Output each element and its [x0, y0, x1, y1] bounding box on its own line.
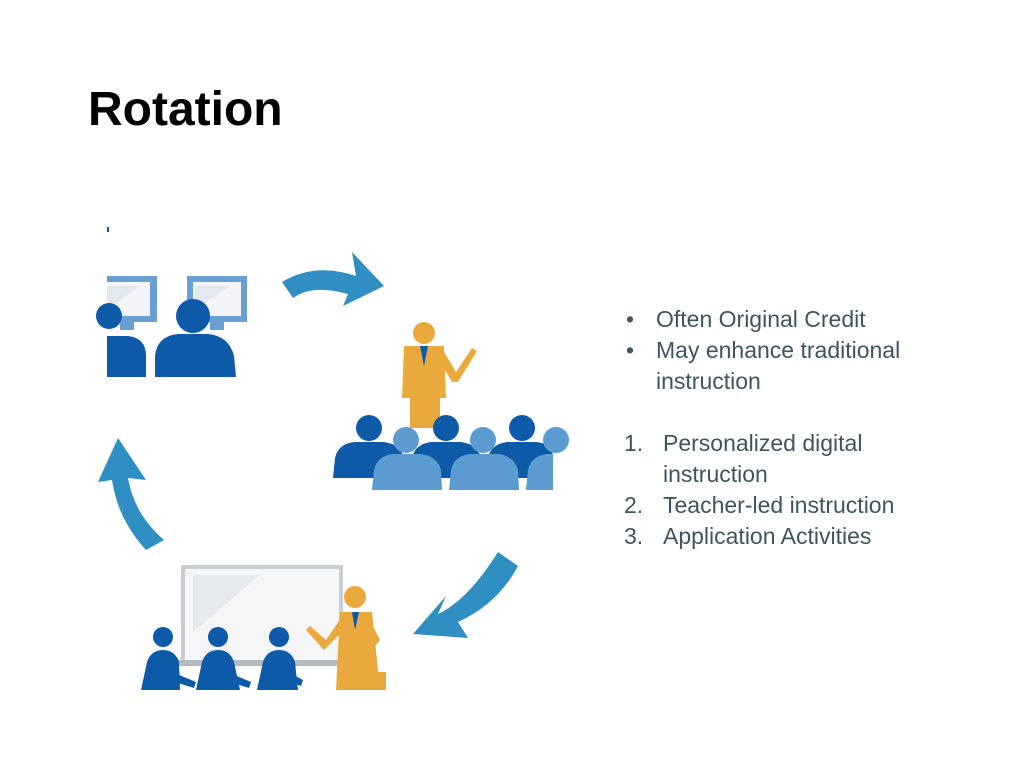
cycle-arrow-icon — [282, 252, 384, 306]
bullet-item: • May enhance traditional instruction — [620, 335, 960, 397]
numbered-item: 2. Teacher-led instruction — [620, 490, 960, 521]
numbered-text: Teacher-led instruction — [663, 492, 895, 518]
numbered-text: Application Activities — [663, 523, 872, 549]
bullet-marker: • — [626, 306, 635, 332]
bullet-text: May enhance traditional instruction — [656, 337, 901, 394]
numbered-item: 1. Personalized digital instruction — [620, 428, 960, 490]
slide-title: Rotation — [88, 83, 283, 136]
cycle-arrow-icon — [413, 552, 518, 638]
bullet-item: • Often Original Credit — [620, 304, 960, 335]
bullet-text: Often Original Credit — [656, 306, 866, 332]
numbered-list: 1. Personalized digital instruction 2. T… — [620, 428, 960, 552]
whiteboard-class-icon — [141, 565, 386, 690]
computer-station-icon — [96, 276, 247, 377]
numbered-item: 3. Application Activities — [620, 521, 960, 552]
slide-text: • Often Original Credit • May enhance tr… — [620, 304, 960, 552]
bullet-marker: • — [626, 337, 635, 363]
number-marker: 2. — [624, 492, 644, 518]
bullet-list: • Often Original Credit • May enhance tr… — [620, 304, 960, 397]
teacher-group-icon — [333, 322, 569, 490]
number-marker: 3. — [624, 523, 644, 549]
number-marker: 1. — [624, 430, 644, 456]
cycle-arrow-icon — [98, 438, 164, 550]
numbered-text: Personalized digital instruction — [663, 430, 863, 487]
